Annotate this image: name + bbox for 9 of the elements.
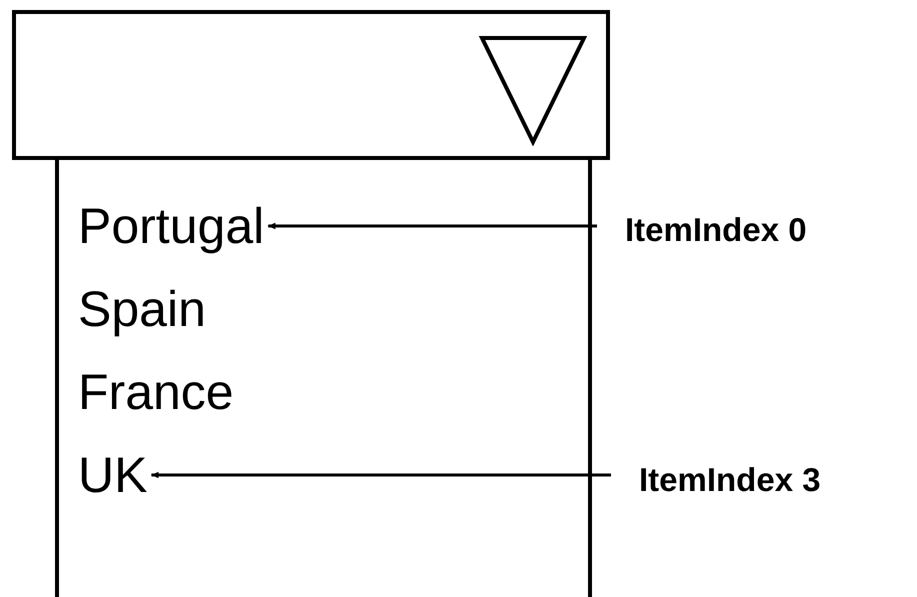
dropdown-field — [12, 10, 610, 160]
list-item: UK — [78, 445, 343, 505]
arrow — [267, 222, 597, 230]
list-item: Spain — [78, 279, 343, 339]
list-item: Portugal — [78, 196, 343, 256]
list-item: France — [78, 362, 343, 422]
index-label: ItemIndex 0 — [597, 208, 807, 252]
index-label: ItemIndex 3 — [611, 458, 821, 502]
arrow — [150, 472, 611, 478]
